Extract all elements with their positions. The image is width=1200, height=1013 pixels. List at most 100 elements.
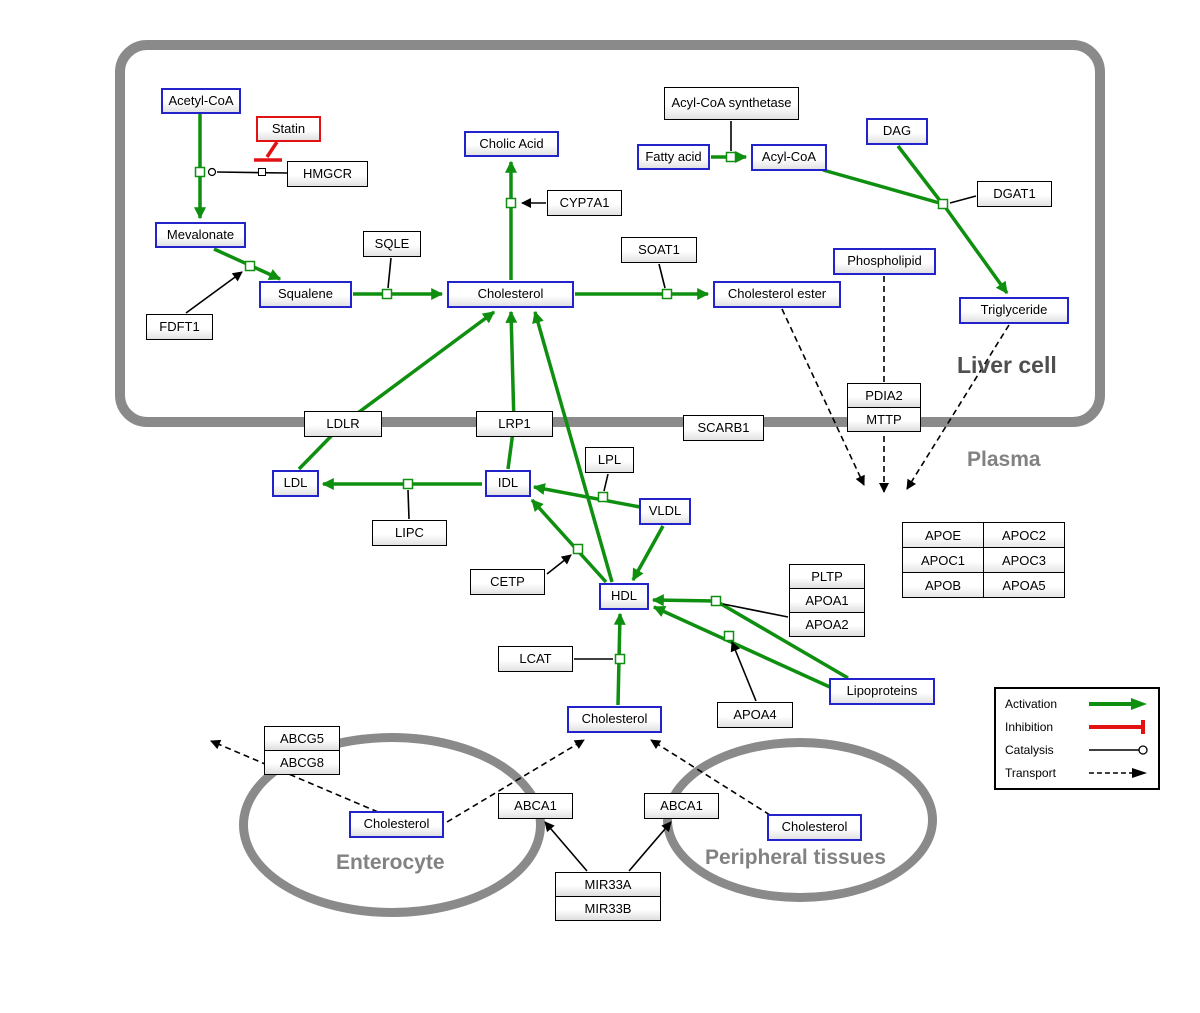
legend-catalysis-label: Catalysis [1005, 743, 1054, 757]
apolipoprotein-table: APOE APOC2 APOC1 APOC3 APOB APOA5 [902, 522, 1065, 598]
legend-catalysis: Catalysis [1005, 742, 1149, 758]
node-apoa1[interactable]: APOA1 [789, 588, 865, 613]
node-triglyceride[interactable]: Triglyceride [959, 297, 1069, 324]
edge-ldl-via-ldlr-to-cholesterol [297, 310, 496, 471]
node-lpl[interactable]: LPL [585, 447, 634, 473]
edge-enterocyte-cholesterol-efflux [446, 739, 585, 823]
enterocyte-compartment [239, 733, 545, 917]
node-acyl-coa-synthetase[interactable]: Acyl-CoA synthetase [664, 87, 799, 120]
edge-cholesterolester-transport [781, 308, 865, 486]
edge-apoa4-catalysis [730, 641, 757, 702]
complex-abcg5-abcg8: ABCG5 ABCG8 [264, 726, 340, 775]
node-cholesterol-plasma[interactable]: Cholesterol [567, 706, 662, 733]
node-cholesterol-peripheral[interactable]: Cholesterol [767, 814, 862, 841]
node-abca1-enterocyte[interactable]: ABCA1 [498, 793, 573, 819]
edge-dag-to-junction [896, 144, 943, 204]
node-idl[interactable]: IDL [485, 470, 531, 497]
legend-inhibition: Inhibition [1005, 719, 1149, 735]
node-apob[interactable]: APOB [902, 572, 984, 598]
node-cetp[interactable]: CETP [470, 569, 545, 595]
node-mir33b[interactable]: MIR33B [555, 896, 661, 921]
node-cholesterol-liver[interactable]: Cholesterol [447, 281, 574, 308]
node-apoe[interactable]: APOE [902, 522, 984, 548]
catalysis-circle-icon [1089, 745, 1148, 755]
inhibition-tbar-icon [1089, 720, 1145, 734]
node-apoc2[interactable]: APOC2 [983, 522, 1065, 548]
catalysis-circle [207, 167, 217, 177]
legend-activation-label: Activation [1005, 697, 1058, 711]
node-cholesterol-enterocyte[interactable]: Cholesterol [349, 811, 444, 838]
node-acetyl-coa[interactable]: Acetyl-CoA [161, 88, 241, 114]
legend-inhibition-label: Inhibition [1005, 720, 1054, 734]
node-dgat1[interactable]: DGAT1 [977, 181, 1052, 207]
node-abcg5[interactable]: ABCG5 [264, 726, 340, 751]
node-lrp1[interactable]: LRP1 [476, 411, 553, 437]
complex-mir33a-mir33b: MIR33A MIR33B [555, 872, 661, 921]
node-ldlr[interactable]: LDLR [304, 411, 382, 437]
node-abcg8[interactable]: ABCG8 [264, 750, 340, 775]
edge-apoa-complex-catalysis [722, 603, 789, 618]
node-soat1[interactable]: SOAT1 [621, 237, 697, 263]
node-lcat[interactable]: LCAT [498, 646, 573, 672]
node-sqle[interactable]: SQLE [363, 231, 421, 257]
edge-dgat1-catalysis [949, 195, 977, 204]
node-apoc1[interactable]: APOC1 [902, 547, 984, 573]
edge-vldl-to-idl [532, 483, 641, 509]
edge-lipoproteins-to-hdl-lower [652, 605, 833, 690]
peripheral-tissues-compartment [663, 738, 937, 902]
node-pltp[interactable]: PLTP [789, 564, 865, 589]
plasma-label: Plasma [967, 448, 1041, 471]
peripheral-tissues-label: Peripheral tissues [705, 846, 886, 869]
transport-dashed-arrow-icon [1089, 768, 1147, 778]
node-phospholipid[interactable]: Phospholipid [833, 248, 936, 275]
edge-idl-via-lrp1-to-cholesterol [505, 310, 518, 470]
node-fdft1[interactable]: FDFT1 [146, 314, 213, 340]
edge-statin-inhibition [265, 141, 279, 158]
node-apoa4[interactable]: APOA4 [717, 702, 793, 728]
reaction-anchors [194, 151, 949, 665]
node-fatty-acid[interactable]: Fatty acid [637, 144, 710, 170]
liver-cell-compartment [115, 40, 1105, 427]
node-mevalonate[interactable]: Mevalonate [155, 222, 246, 248]
edge-triglyceride-transport [906, 324, 1010, 490]
node-apoa2[interactable]: APOA2 [789, 612, 865, 637]
edge-cetp-catalysis [546, 554, 572, 575]
edge-peripheral-cholesterol-efflux [650, 739, 771, 816]
node-mttp[interactable]: MTTP [847, 407, 921, 432]
node-hmgcr[interactable]: HMGCR [287, 161, 368, 187]
complex-pltp-apoa1-apoa2: PLTP APOA1 APOA2 [789, 564, 865, 637]
legend-transport-label: Transport [1005, 766, 1056, 780]
inhibition-edge [254, 141, 282, 176]
node-apoa5[interactable]: APOA5 [983, 572, 1065, 598]
node-cyp7a1[interactable]: CYP7A1 [547, 190, 622, 216]
edge-hdl-to-cholesterol [532, 310, 614, 583]
node-scarb1[interactable]: SCARB1 [683, 415, 764, 441]
node-mir33a[interactable]: MIR33A [555, 872, 661, 897]
node-hdl[interactable]: HDL [599, 583, 649, 610]
legend-transport: Transport [1005, 765, 1149, 781]
node-lipoproteins[interactable]: Lipoproteins [829, 678, 935, 705]
node-cholesterol-ester[interactable]: Cholesterol ester [713, 281, 841, 308]
edge-hmgcr-catalysis [216, 171, 288, 174]
node-cholic-acid[interactable]: Cholic Acid [464, 131, 559, 157]
node-abca1-peripheral[interactable]: ABCA1 [644, 793, 719, 819]
edge-mir33-to-abca1-right [628, 821, 672, 872]
transport-edges [210, 276, 1010, 823]
edge-mir33-to-abca1-left [544, 821, 588, 872]
node-acyl-coa[interactable]: Acyl-CoA [751, 144, 827, 171]
node-statin[interactable]: Statin [256, 116, 321, 142]
catalysis-edges [185, 121, 977, 872]
enterocyte-label: Enterocyte [336, 851, 445, 874]
edge-cholesterol-abcg-export [210, 739, 379, 813]
node-dag[interactable]: DAG [866, 118, 928, 145]
node-squalene[interactable]: Squalene [259, 281, 352, 308]
node-pdia2[interactable]: PDIA2 [847, 383, 921, 408]
node-lipc[interactable]: LIPC [372, 520, 447, 546]
edge-vldl-to-hdl [631, 525, 665, 582]
edge-lipc-catalysis [407, 489, 410, 520]
node-apoc3[interactable]: APOC3 [983, 547, 1065, 573]
node-vldl[interactable]: VLDL [639, 498, 691, 525]
node-ldl[interactable]: LDL [272, 470, 319, 497]
